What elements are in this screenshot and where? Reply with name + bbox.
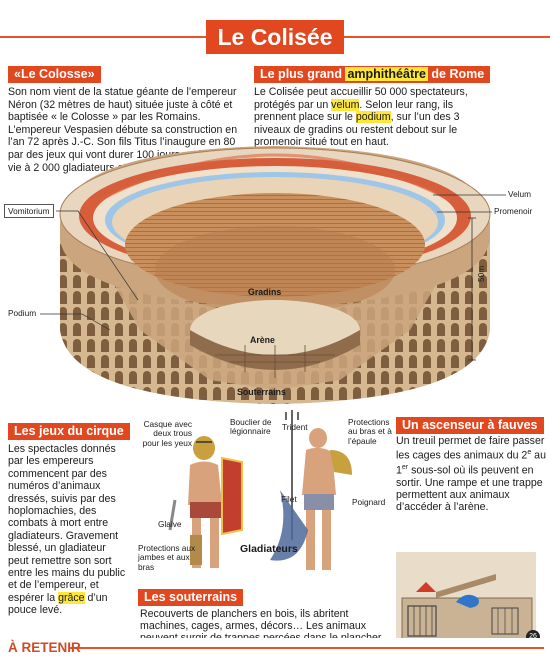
protections-jambes-label: Protections aux jambes et aux bras	[138, 543, 196, 572]
ascenseur-sup1: e	[527, 449, 532, 457]
height-label: 50m	[476, 265, 486, 282]
amphi-heading-highlight: amphithéâtre	[345, 67, 428, 81]
secutor-figure	[168, 436, 243, 568]
souterrains-label: Souterrains	[237, 387, 286, 397]
amphi-heading-pre: Le plus grand	[260, 67, 346, 81]
ascenseur-c: sous-sol où ils peuvent en sortir. Une r…	[396, 464, 543, 514]
gladiateurs-title: Gladiateurs	[240, 543, 298, 555]
amphi-heading: Le plus grand amphithéâtre de Rome	[254, 66, 491, 83]
poignard-label: Poignard	[352, 497, 386, 507]
glaive-label: Glaive	[158, 519, 182, 529]
protections-bras-label: Protections au bras et à l’épaule	[348, 417, 392, 446]
promenoir-label: Promenoir	[494, 206, 533, 216]
amphi-text: Le Colisée peut accueillir 50 000 specta…	[254, 86, 490, 149]
grace-term: grâce	[58, 591, 85, 604]
velum-term: velum	[331, 98, 360, 111]
amphi-t5: , sur l’un des 3 niveaux de gradins ou r…	[254, 111, 460, 149]
colosse-heading: «Le Colosse»	[8, 66, 101, 83]
vomitorium-label: Vomitorium	[4, 204, 54, 218]
filet-label: Filet	[281, 494, 297, 504]
ascenseur-b: au 1	[396, 449, 546, 477]
podium-label: Podium	[8, 308, 37, 318]
podium-term: podium	[355, 111, 391, 124]
colosse-text: Son nom vient de la statue géante de l’e…	[8, 86, 238, 174]
bouclier-label: Bouclier de légionnaire	[230, 417, 272, 437]
retiarius-figure	[270, 410, 352, 570]
jeux-t1: Les spectacles donnés par les empereurs …	[8, 443, 126, 604]
casque-label: Casque avec deux trous pour les yeux	[142, 419, 192, 448]
footer-label: À RETENIR	[8, 640, 81, 655]
souterrains-heading: Les souterrains	[138, 589, 244, 606]
velum-label: Velum	[508, 189, 532, 199]
footer-rule	[70, 647, 544, 649]
footer-bar: À RETENIR	[0, 638, 550, 658]
page-title: Le Colisée	[206, 20, 344, 54]
amphi-t3: . Selon leur rang, ils prennent place su…	[254, 98, 454, 124]
elevator-illustration	[396, 552, 536, 642]
jeux-heading: Les jeux du cirque	[8, 423, 130, 440]
ascenseur-sup2: er	[401, 463, 409, 471]
arene-label: Arène	[250, 335, 275, 345]
colosseum-illustration	[40, 146, 506, 404]
ascenseur-text: Un treuil permet de faire passer les cag…	[396, 435, 546, 513]
title-banner: Le Colisée	[0, 20, 550, 54]
ascenseur-heading: Un ascenseur à fauves	[396, 417, 544, 434]
gladiators-illustration	[168, 410, 352, 570]
jeux-t3: d’un pouce levé.	[8, 591, 108, 617]
jeux-text: Les spectacles donnés par les empereurs …	[8, 443, 126, 617]
trident-label: Trident	[282, 422, 308, 432]
gradins-label: Gradins	[248, 287, 282, 297]
amphi-t1: Le Colisée peut accueillir 50 000 specta…	[254, 86, 468, 111]
amphi-heading-post: de Rome	[427, 67, 485, 81]
ascenseur-a: Un treuil permet de faire passer les cag…	[396, 435, 545, 462]
